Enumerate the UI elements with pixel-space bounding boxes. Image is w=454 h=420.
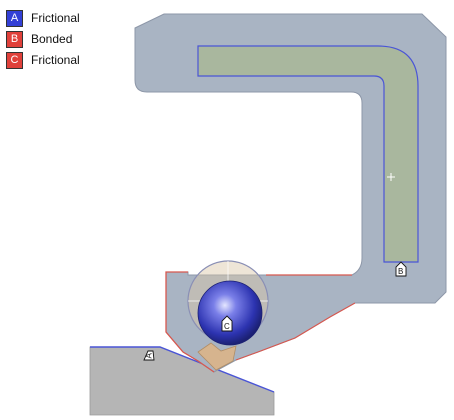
contact-marker-a: A [143, 350, 155, 361]
garter-spring-ball [197, 280, 263, 346]
seal-outline-red-underside [235, 302, 356, 361]
contact-marker-b-label: B [398, 267, 403, 276]
legend-item-c: C Frictional [6, 51, 80, 69]
legend-label-c: Frictional [31, 53, 80, 67]
contact-marker-b: B [395, 261, 407, 277]
legend-label-b: Bonded [31, 32, 73, 46]
seal-outline-red-lip [165, 271, 215, 373]
contact-legend: A Frictional B Bonded C Frictional [6, 9, 80, 72]
insert-centre-mark [387, 173, 395, 181]
lip-contact-zone [197, 342, 237, 371]
legend-swatch-c: C [6, 51, 23, 69]
legend-swatch-b: B [6, 30, 23, 48]
contact-marker-c: C [221, 315, 233, 332]
legend-item-a: A Frictional [6, 9, 80, 27]
legend-swatch-a: A [6, 9, 23, 27]
contact-marker-a-label: A [145, 353, 154, 359]
legend-item-b: B Bonded [6, 30, 80, 48]
shaft-contact-edge [90, 346, 275, 393]
contact-marker-c-label: C [224, 322, 230, 331]
legend-label-a: Frictional [31, 11, 80, 25]
